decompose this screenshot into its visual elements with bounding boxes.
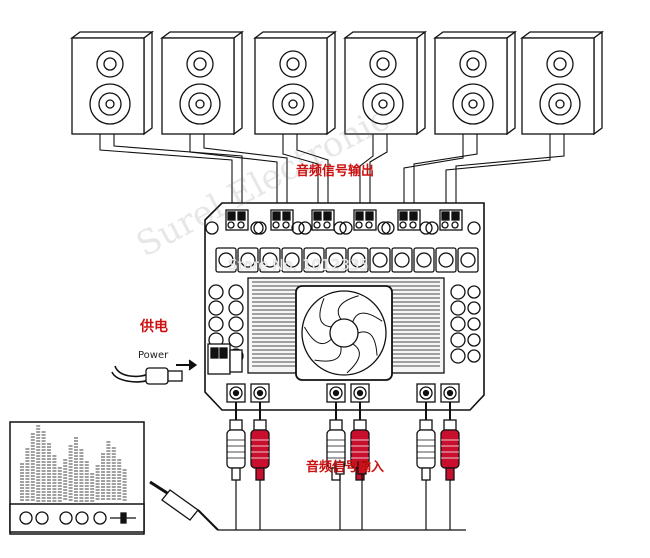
- power-plug: [111, 359, 198, 385]
- capacitor: [435, 247, 457, 273]
- speaker-terminal: [250, 209, 312, 235]
- power-supply-label: 供电: [140, 319, 168, 335]
- amplifier-board: [204, 202, 485, 411]
- speaker-terminal: [419, 209, 481, 235]
- rca-jack: [326, 383, 346, 403]
- speaker-icon: [160, 30, 244, 136]
- capacitor: [467, 349, 481, 363]
- capacitor: [215, 247, 237, 273]
- rca-jack: [440, 383, 460, 403]
- watermark-store: Store No. 1012335: [228, 256, 369, 274]
- capacitor: [369, 247, 391, 273]
- capacitor: [413, 247, 435, 273]
- speaker-terminal: [291, 209, 353, 235]
- capacitor: [228, 332, 244, 348]
- capacitor: [450, 332, 466, 348]
- rca-jack: [350, 383, 370, 403]
- rca-plug-white: [226, 402, 246, 481]
- power-terminal: [207, 343, 243, 375]
- rca-plug-small: [357, 461, 367, 475]
- capacitor: [228, 300, 244, 316]
- capacitor: [467, 285, 481, 299]
- capacitor: [281, 247, 303, 273]
- speaker-terminal: [377, 209, 439, 235]
- capacitor: [208, 316, 224, 332]
- capacitor: [303, 247, 325, 273]
- speaker-terminal: [333, 209, 395, 235]
- cooling-fan: [295, 285, 393, 381]
- capacitor: [208, 300, 224, 316]
- speakers: [70, 30, 604, 136]
- capacitor: [467, 317, 481, 331]
- capacitor: [325, 247, 347, 273]
- speaker-icon: [70, 30, 154, 136]
- rca-plug-red: [350, 402, 370, 481]
- capacitor: [450, 316, 466, 332]
- rca-jack: [226, 383, 246, 403]
- rca-jack: [416, 383, 436, 403]
- speaker-wires: [99, 134, 565, 210]
- capacitor: [237, 247, 259, 273]
- capacitor: [467, 333, 481, 347]
- capacitor: [450, 300, 466, 316]
- capacitor: [228, 284, 244, 300]
- rca-plug-small: [335, 461, 345, 475]
- rca-cables: [218, 402, 466, 531]
- audio-jack-plug: [149, 480, 219, 531]
- rca-plug-red: [440, 402, 460, 481]
- audio-output-label: 音频信号输出: [296, 164, 375, 179]
- capacitor: [450, 348, 466, 364]
- capacitor: [228, 316, 244, 332]
- rca-plug-white: [416, 402, 436, 481]
- rca-jack: [250, 383, 270, 403]
- speaker-icon: [433, 30, 517, 136]
- capacitor: [467, 301, 481, 315]
- capacitor: [347, 247, 369, 273]
- capacitor: [457, 247, 479, 273]
- power-label: Power: [138, 350, 169, 361]
- rca-plug-red: [250, 402, 270, 481]
- audio-player: [9, 421, 145, 535]
- capacitor: [259, 247, 281, 273]
- speaker-icon: [253, 30, 337, 136]
- capacitor: [208, 284, 224, 300]
- capacitor: [450, 284, 466, 300]
- speaker-icon: [343, 30, 427, 136]
- speaker-terminal: [205, 209, 267, 235]
- speaker-icon: [520, 30, 604, 136]
- audio-input-label: 音频信号输入: [306, 460, 385, 475]
- capacitor: [391, 247, 413, 273]
